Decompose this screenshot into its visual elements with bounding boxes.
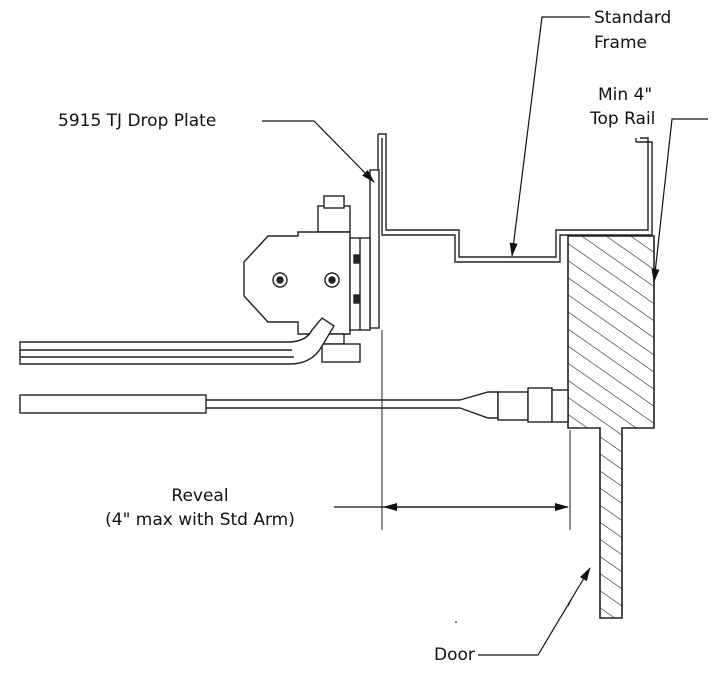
forearm xyxy=(19,387,569,423)
mark-tick xyxy=(567,597,573,607)
reveal-label-line1: Reveal xyxy=(171,486,229,506)
standard-frame-label-line1: Standard xyxy=(594,8,672,28)
drop-plate xyxy=(369,169,380,329)
top-rail-label-line2: Top Rail xyxy=(590,109,656,129)
closer-body xyxy=(243,195,371,363)
top-rail-label-line1: Min 4" xyxy=(598,85,653,105)
drop-plate-label: 5915 TJ Drop Plate xyxy=(58,111,217,131)
leader-lines xyxy=(262,16,708,656)
door-label: Door xyxy=(434,645,475,665)
standard-frame-label-line2: Frame xyxy=(594,33,647,53)
reveal-label-line2: (4" max with Std Arm) xyxy=(105,510,295,530)
door-section xyxy=(567,235,655,619)
main-arm xyxy=(19,317,335,365)
